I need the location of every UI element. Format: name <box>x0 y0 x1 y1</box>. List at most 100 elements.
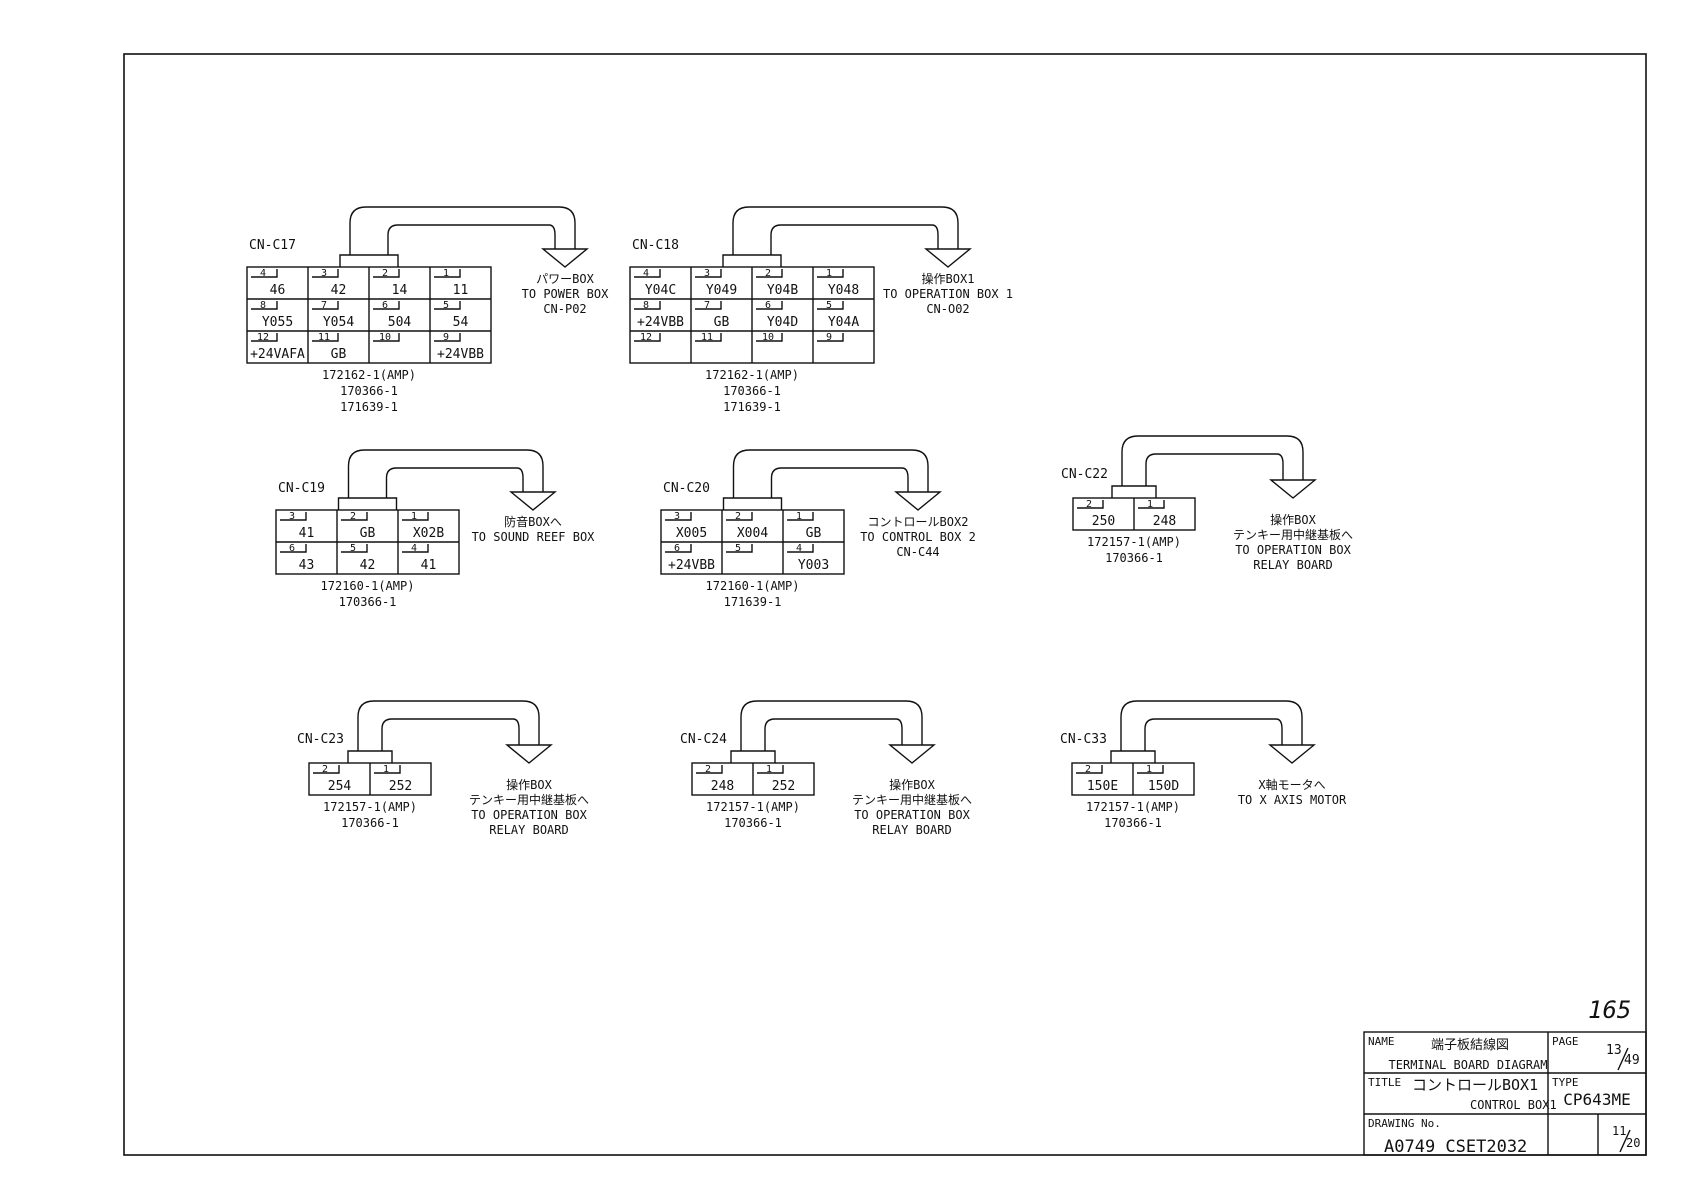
pin-number: 1 <box>766 764 772 775</box>
routing-arrow <box>349 206 576 255</box>
pin-wire-label: 150D <box>1148 779 1179 794</box>
pin-number-bracket <box>251 269 278 278</box>
type-value: CP643ME <box>1563 1090 1630 1109</box>
destination-label: RELAY BOARD <box>1253 558 1332 572</box>
destination-label: テンキー用中継基板へ <box>852 792 972 807</box>
connector-latch-tab <box>730 750 776 763</box>
pin-number: 10 <box>762 332 774 343</box>
pin-wire-label: 11 <box>453 283 469 298</box>
pin-number-bracket <box>402 512 429 521</box>
part-number: 172162-1(AMP) <box>322 368 416 382</box>
pin-number: 2 <box>1086 499 1092 510</box>
destination-label: TO OPERATION BOX <box>471 808 587 822</box>
pin-number-bracket <box>695 269 722 278</box>
pin-number-bracket <box>373 301 400 310</box>
page-number: 13 <box>1606 1043 1622 1058</box>
pin-number-bracket <box>374 765 401 774</box>
pin-cell: 12+24VAFA <box>250 332 305 362</box>
pin-number: 5 <box>735 543 741 554</box>
pin-wire-label: X02B <box>413 526 444 541</box>
pin-number-bracket <box>1138 500 1165 509</box>
arrowhead <box>1268 744 1316 764</box>
destination-label: TO OPERATION BOX <box>854 808 970 822</box>
pin-wire-label: 54 <box>453 315 469 330</box>
title-block-type-label: TYPE <box>1552 1076 1579 1089</box>
pin-number: 12 <box>257 332 269 343</box>
destination-label: TO SOUND REEF BOX <box>472 530 596 544</box>
connector-cn-c24: CN-C2422481252172157-1(AMP)170366-1操作BOX… <box>680 700 972 837</box>
pin-wire-label: 248 <box>711 779 734 794</box>
connector-id-label: CN-C24 <box>680 732 727 747</box>
pin-wire-label: 43 <box>299 558 315 573</box>
pin-number: 6 <box>382 300 388 311</box>
connector-latch-tab <box>1111 485 1157 498</box>
pin-number-bracket <box>402 544 429 553</box>
pin-wire-label: Y003 <box>798 558 829 573</box>
connector-id-label: CN-C22 <box>1061 467 1108 482</box>
pin-number: 8 <box>643 300 649 311</box>
pin-number: 1 <box>826 268 832 279</box>
pin-number: 3 <box>674 511 680 522</box>
routing-arrow <box>1121 435 1304 486</box>
pin-number: 3 <box>321 268 327 279</box>
pin-cell: 446 <box>251 268 285 298</box>
pin-number-bracket <box>1076 765 1103 774</box>
destination-label: CN-O02 <box>926 302 969 316</box>
pin-wire-label: 254 <box>328 779 352 794</box>
connector-latch-tab <box>722 497 783 510</box>
connector-cn-c33: CN-C332150E1150D172157-1(AMP)170366-1X軸モ… <box>1060 700 1347 830</box>
pin-wire-label: 42 <box>360 558 376 573</box>
pin-cell: 342 <box>312 268 346 298</box>
pin-number-bracket <box>251 333 278 342</box>
arrowhead <box>1269 479 1317 499</box>
pin-cell: 441 <box>402 543 436 573</box>
connector-cn-c22: CN-C2222501248172157-1(AMP)170366-1操作BOX… <box>1061 435 1353 572</box>
destination-label: RELAY BOARD <box>872 823 951 837</box>
title-block: NAME 端子板結線図 TERMINAL BOARD DIAGRAM PAGE … <box>1363 1031 1647 1157</box>
part-number: 170366-1 <box>723 384 781 398</box>
pin-number: 1 <box>1146 764 1152 775</box>
part-number: 172160-1(AMP) <box>706 579 800 593</box>
pin-cell: 1GB <box>787 511 821 541</box>
pin-number: 6 <box>289 543 295 554</box>
pin-cell: 111 <box>434 268 468 298</box>
pin-cell: 6 43 <box>280 543 314 573</box>
pin-wire-label: 252 <box>772 779 795 794</box>
pin-number: 10 <box>379 332 391 343</box>
pin-wire-label: Y048 <box>828 283 859 298</box>
connector-id-label: CN-C20 <box>663 481 710 496</box>
destination-label: TO OPERATION BOX 1 <box>883 287 1013 301</box>
part-number: 171639-1 <box>723 400 781 414</box>
connector-latch-tab <box>347 750 393 763</box>
pin-number: 9 <box>826 332 832 343</box>
pin-number: 2 <box>765 268 771 279</box>
pin-number: 1 <box>411 511 417 522</box>
pin-number-bracket <box>634 301 661 310</box>
sheet-number: 11 <box>1612 1124 1626 1138</box>
pin-cell: 1 150D <box>1137 764 1179 794</box>
pin-cell: 11 <box>695 332 722 343</box>
routing-arrow <box>732 206 959 255</box>
pin-number-bracket <box>756 301 783 310</box>
part-number: 172162-1(AMP) <box>705 368 799 382</box>
pin-wire-label: 248 <box>1153 514 1176 529</box>
destination-label: パワーBOX <box>536 272 594 286</box>
pin-number-bracket <box>787 544 814 553</box>
page-total: 49 <box>1624 1053 1640 1068</box>
connector-cn-c19: CN-C193412GB1X02B643542441172160-1(AMP)1… <box>275 449 596 609</box>
pin-wire-label: 150E <box>1087 779 1118 794</box>
pin-number-bracket <box>313 765 340 774</box>
sheet-total: 20 <box>1626 1136 1640 1150</box>
pin-number-bracket <box>280 544 307 553</box>
pin-number: 1 <box>796 511 802 522</box>
pin-cell: 214 <box>373 268 407 298</box>
